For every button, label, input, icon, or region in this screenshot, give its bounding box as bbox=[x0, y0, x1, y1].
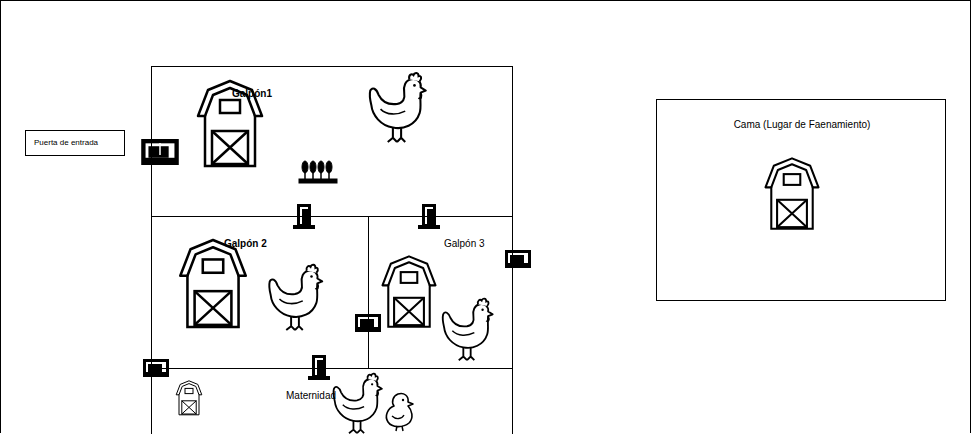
hen-icon bbox=[269, 265, 322, 330]
shed-region: Galpón 2 bbox=[151, 216, 369, 369]
hen-icon bbox=[443, 299, 493, 361]
hen-icon bbox=[334, 374, 382, 434]
shed-region: Galpón 3 bbox=[368, 216, 513, 369]
door-icon bbox=[505, 250, 531, 268]
hen-icon bbox=[370, 73, 426, 142]
barn-icon bbox=[765, 158, 818, 228]
node-label: Puerta de entrada bbox=[34, 138, 98, 147]
maternity-region: Maternidad bbox=[151, 368, 513, 434]
barn-icon bbox=[382, 256, 435, 326]
shed-region: Galpón1 bbox=[151, 66, 513, 217]
barn-icon bbox=[180, 240, 245, 327]
door-arrow bbox=[159, 143, 161, 155]
node-label: Cama (Lugar de Faenamiento) bbox=[734, 119, 871, 131]
slaughter-area-box: Cama (Lugar de Faenamiento) bbox=[656, 99, 946, 301]
node-label: Maternidad bbox=[286, 390, 336, 402]
chick-icon bbox=[386, 393, 413, 431]
node-label: Galpón 3 bbox=[444, 238, 485, 250]
entrance-door bbox=[141, 139, 179, 165]
barn-icon bbox=[176, 381, 202, 415]
node-label: Galpón1 bbox=[232, 88, 272, 100]
node-label: Galpón 2 bbox=[224, 238, 267, 250]
wheat-icon bbox=[299, 161, 337, 183]
label-box: Puerta de entrada bbox=[25, 130, 125, 156]
